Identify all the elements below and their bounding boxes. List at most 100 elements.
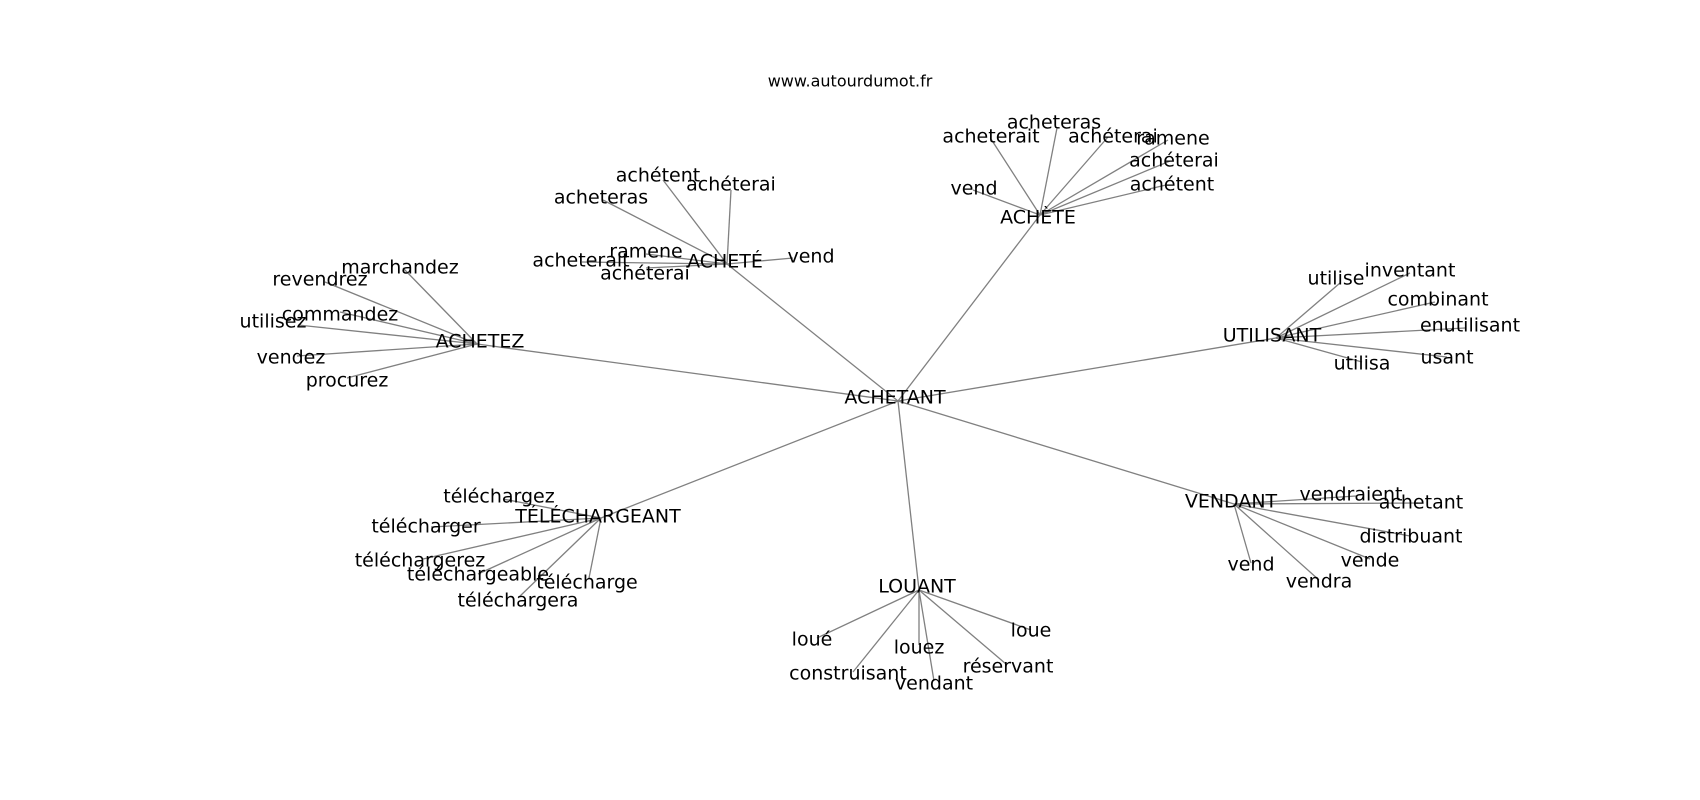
node-word: achéterai bbox=[686, 174, 776, 196]
edge-group-to-word bbox=[581, 261, 728, 265]
edge-group-to-word bbox=[918, 589, 935, 682]
node-word: distribuant bbox=[1359, 526, 1462, 548]
edge-group-to-word bbox=[1233, 495, 1357, 505]
node-center: ACHETANT bbox=[844, 387, 946, 409]
edge-group-to-word bbox=[972, 189, 1041, 216]
edge-center-to-group bbox=[897, 214, 1041, 402]
node-group-utilisant: UTILISANT bbox=[1223, 325, 1322, 347]
edge-group-to-word bbox=[662, 179, 728, 265]
edge-center-to-group bbox=[600, 400, 899, 519]
edge-group-to-word bbox=[422, 517, 602, 560]
edge-group-to-word bbox=[1233, 503, 1252, 564]
edge-group-to-word bbox=[1233, 502, 1419, 505]
node-word: vend bbox=[950, 178, 997, 200]
edge-group-to-word bbox=[1039, 184, 1167, 216]
node-word: ramene bbox=[1136, 128, 1209, 150]
node-word: utilise bbox=[1308, 268, 1365, 290]
edge-group-to-word bbox=[430, 517, 602, 528]
node-word: télécharge bbox=[536, 572, 637, 594]
node-word: achéterai bbox=[600, 263, 690, 285]
node-word: loue bbox=[1011, 620, 1052, 642]
node-word: achétent bbox=[1130, 174, 1214, 196]
node-word: vendez bbox=[257, 347, 326, 369]
edge-group-to-word bbox=[645, 263, 728, 269]
node-word: procurez bbox=[306, 370, 389, 392]
edge-group-to-word bbox=[990, 138, 1041, 216]
node-word: usant bbox=[1420, 347, 1473, 369]
edge-group-to-word bbox=[1275, 282, 1341, 339]
edge-group-to-word bbox=[346, 343, 478, 379]
node-word: vende bbox=[1341, 550, 1400, 572]
node-word: ramene bbox=[609, 241, 682, 263]
node-word: vendra bbox=[1286, 571, 1353, 593]
edge-group-to-word bbox=[517, 517, 602, 599]
edge-group-to-word bbox=[1233, 503, 1411, 537]
node-word: commandez bbox=[282, 304, 399, 326]
node-word: réservant bbox=[963, 656, 1054, 678]
node-word: télécharger bbox=[371, 516, 480, 538]
node-group-vendant: VENDANT bbox=[1185, 491, 1278, 513]
edge-group-to-word bbox=[726, 257, 794, 265]
node-word: téléchargera bbox=[458, 590, 579, 612]
node-word: construisant bbox=[789, 663, 907, 685]
node-word: utilisez bbox=[240, 311, 307, 333]
node-word: téléchargez bbox=[443, 486, 554, 508]
site-url: www.autourdumot.fr bbox=[768, 72, 933, 91]
node-word: inventant bbox=[1365, 260, 1456, 282]
node-word: acheterait bbox=[532, 250, 629, 272]
edge-group-to-word bbox=[1275, 301, 1436, 339]
edge-group-to-word bbox=[324, 281, 478, 345]
edge-center-to-group bbox=[726, 263, 899, 402]
node-word: enutilisant bbox=[1420, 315, 1520, 337]
edge-group-to-word bbox=[339, 311, 478, 345]
node-word: acheteras bbox=[554, 187, 648, 209]
edge-group-to-word bbox=[645, 253, 728, 265]
edge-center-to-group bbox=[897, 337, 1277, 402]
edge-group-to-word bbox=[477, 517, 602, 575]
node-word: marchandez bbox=[341, 257, 458, 279]
edge-group-to-word bbox=[297, 324, 478, 345]
node-word: combinant bbox=[1387, 289, 1488, 311]
edge-center-to-group bbox=[897, 400, 1235, 505]
edge-group-to-word bbox=[816, 589, 920, 639]
node-word: acheteras bbox=[1007, 112, 1101, 134]
edge-center-to-group bbox=[476, 343, 899, 402]
edge-group-to-word bbox=[1039, 139, 1169, 216]
edge-center-to-group bbox=[897, 400, 920, 591]
edge-group-to-word bbox=[1275, 337, 1363, 363]
node-word: vendant bbox=[895, 673, 973, 695]
edge-group-to-word bbox=[1233, 503, 1320, 581]
node-word: achétent bbox=[616, 165, 700, 187]
edge-group-to-word bbox=[1233, 503, 1371, 560]
edge-group-to-word bbox=[1275, 272, 1411, 339]
node-word: loué bbox=[792, 629, 833, 651]
edge-group-to-word bbox=[1275, 337, 1448, 358]
node-word: acheterait bbox=[942, 126, 1039, 148]
node-word: achéterai bbox=[1068, 126, 1158, 148]
edge-group-to-word bbox=[1039, 160, 1171, 216]
node-word: louez bbox=[894, 637, 945, 659]
edge-group-to-word bbox=[726, 189, 732, 265]
node-group-telechargeant: TÉLÉCHARGEANT bbox=[514, 505, 681, 528]
edge-group-to-word bbox=[402, 267, 478, 345]
node-word: vendraient bbox=[1300, 484, 1403, 506]
node-word: téléchargeable bbox=[407, 564, 549, 586]
node-word: achetant bbox=[1379, 492, 1463, 514]
edge-group-to-word bbox=[588, 517, 602, 579]
node-group-achete: ACHETÉ bbox=[687, 250, 763, 273]
node-word: vend bbox=[1227, 554, 1274, 576]
node-word: revendrez bbox=[272, 269, 367, 291]
edge-group-to-word bbox=[1039, 136, 1109, 216]
edge-group-to-word bbox=[296, 343, 478, 357]
edge-group-to-word bbox=[602, 199, 728, 265]
edge-group-to-word bbox=[852, 589, 920, 673]
edge-group-to-word bbox=[1039, 127, 1058, 216]
graph-edges bbox=[296, 127, 1466, 682]
node-group-achete-2: ACHÈTE bbox=[1000, 206, 1076, 229]
node-word: achéterai bbox=[1129, 150, 1219, 172]
node-group-achetez: ACHETEZ bbox=[436, 331, 525, 353]
node-word: téléchargerez bbox=[355, 550, 486, 572]
node-word: utilisa bbox=[1334, 353, 1391, 375]
node-word: vend bbox=[787, 246, 834, 268]
